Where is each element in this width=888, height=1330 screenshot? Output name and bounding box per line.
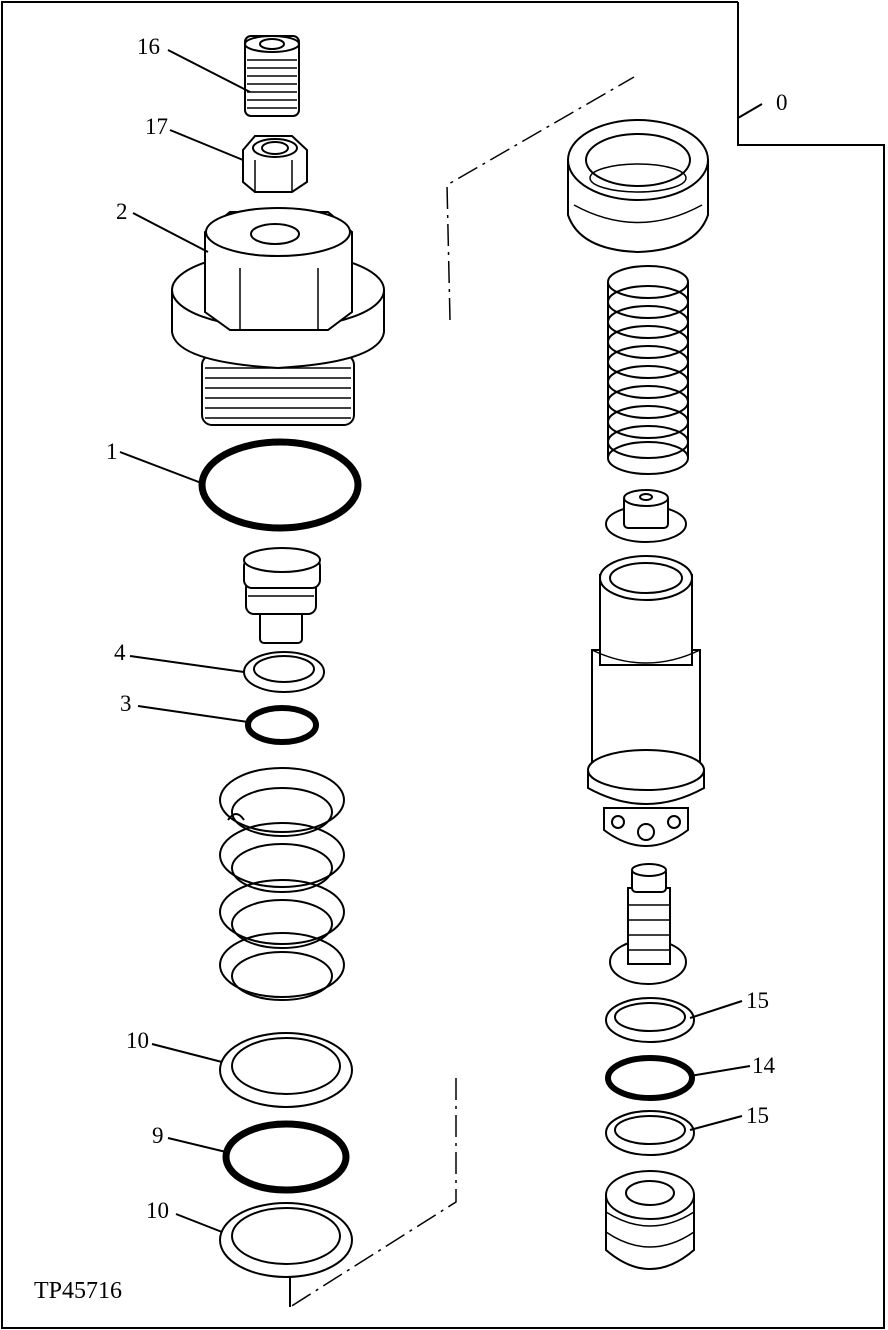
callout-10-upper: 10 <box>126 1028 149 1053</box>
callout-15-upper: 15 <box>746 988 769 1013</box>
part-14-o-ring <box>605 1055 695 1101</box>
sleeve <box>587 555 705 847</box>
leader-lines <box>119 49 763 1233</box>
callout-0: 0 <box>776 90 788 115</box>
bottom-plug <box>605 1170 695 1270</box>
poppet <box>243 547 321 644</box>
part-4-backup-ring <box>243 651 325 693</box>
figure-id: TP45716 <box>34 1278 122 1304</box>
part-10-washer-upper <box>219 1032 353 1108</box>
part-1-o-ring <box>198 438 362 532</box>
part-15-backup-ring-lower <box>605 1110 695 1156</box>
spool <box>609 863 687 985</box>
part-17-nut <box>242 135 308 193</box>
part-16-plug <box>244 35 300 117</box>
cap <box>567 119 709 254</box>
callout-17: 17 <box>145 114 168 139</box>
callout-labels: 16 17 2 1 4 3 10 9 10 0 15 14 15 <box>106 34 788 1223</box>
callout-9: 9 <box>152 1123 164 1148</box>
part-2-valve-cap <box>171 207 385 426</box>
callout-4: 4 <box>114 640 126 665</box>
part-9-o-ring <box>222 1120 350 1194</box>
part-3-o-ring <box>245 705 319 745</box>
spring-seat <box>605 489 687 543</box>
small-spring <box>607 265 689 475</box>
part-10-washer-lower <box>219 1202 353 1278</box>
callout-15-lower: 15 <box>746 1103 769 1128</box>
section-break-line <box>289 76 635 1308</box>
part-15-backup-ring-upper <box>605 997 695 1043</box>
large-spring <box>219 767 345 1001</box>
callout-10-lower: 10 <box>146 1198 169 1223</box>
callout-3: 3 <box>120 691 132 716</box>
callout-1: 1 <box>106 439 118 464</box>
callout-2: 2 <box>116 199 128 224</box>
callout-16: 16 <box>137 34 160 59</box>
callout-14: 14 <box>752 1053 776 1078</box>
